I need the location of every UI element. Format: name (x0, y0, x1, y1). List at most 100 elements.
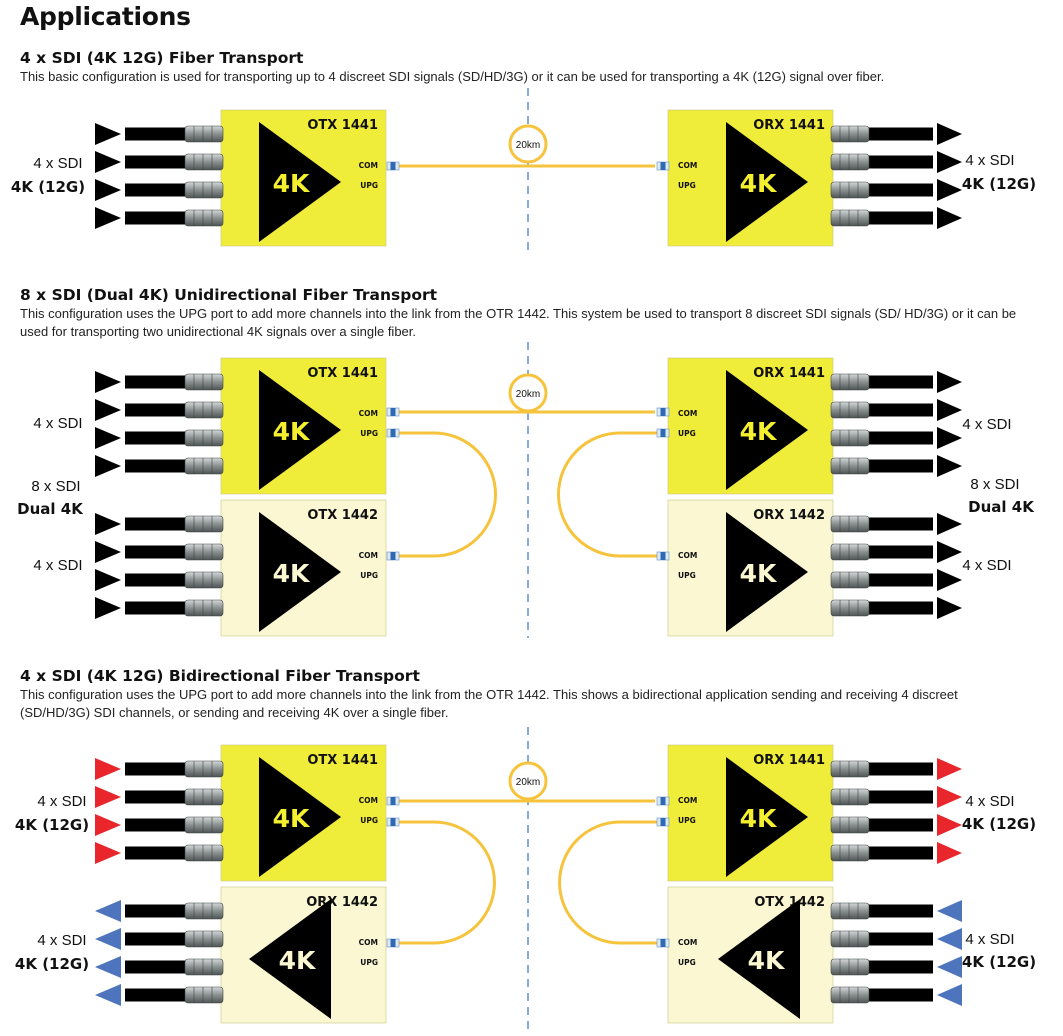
sdi-output-arrow (937, 455, 962, 477)
sdi-input-arrow (95, 179, 121, 201)
sdi-output-arrow (937, 814, 962, 836)
direction-triangle (726, 370, 808, 490)
sdi-output-arrow (95, 928, 121, 950)
upg-port-label: UPG (678, 571, 696, 580)
sdi-input-arrow (95, 455, 121, 477)
sdi-cable (867, 431, 933, 445)
sdi-input-arrow (95, 786, 121, 808)
sdi-cable (867, 155, 933, 169)
sdi-cable (125, 375, 187, 389)
bnc-connector (184, 958, 224, 976)
com-port-label: COM (359, 161, 378, 170)
com-port-label: COM (678, 409, 697, 418)
device-title: ORX 1441 (753, 118, 825, 133)
signal-label: 4K (12G) (15, 955, 89, 973)
big-4k-label: 4K (273, 417, 311, 446)
bnc-connector (184, 373, 224, 391)
sdi-output-arrow (937, 179, 962, 201)
sdi-cable (125, 127, 187, 141)
upg-loop-fiber (557, 431, 658, 558)
direction-triangle (726, 122, 808, 242)
bnc-connector (184, 429, 224, 447)
com-port-label: COM (359, 409, 378, 418)
fiber-connector-ferrule (660, 797, 666, 805)
bnc-connector (830, 153, 870, 171)
section-1-description: This basic configuration is used for tra… (20, 69, 885, 84)
device-title: ORX 1441 (753, 366, 825, 381)
fiber-connector-ferrule (390, 939, 396, 947)
com-port-label: COM (678, 796, 697, 805)
sdi-cable (125, 183, 187, 197)
bnc-connector (184, 844, 224, 862)
big-4k-label: 4K (273, 169, 311, 198)
direction-triangle (259, 370, 341, 490)
upg-port-label: UPG (360, 958, 378, 967)
bnc-connector (830, 599, 870, 617)
bnc-connector (184, 930, 224, 948)
sdi-output-arrow (937, 569, 962, 591)
upg-port-label: UPG (360, 816, 378, 825)
sdi-cable (867, 573, 933, 587)
bnc-connector (830, 816, 870, 834)
upg-loop-fiber (396, 820, 496, 945)
distance-label: 20km (516, 140, 540, 151)
sdi-input-arrow (95, 569, 121, 591)
fiber-connector-ferrule (390, 408, 396, 416)
sdi-cable (867, 932, 933, 946)
sdi-cable (867, 403, 933, 417)
sdi-output-arrow (937, 151, 962, 173)
sdi-cable (867, 183, 933, 197)
sdi-output-arrow (937, 123, 962, 145)
device-title: ORX 1442 (753, 508, 825, 523)
signal-label: 4 x SDI (965, 793, 1014, 810)
sdi-cable (125, 459, 187, 473)
direction-triangle (259, 512, 341, 632)
com-port-label: COM (678, 938, 697, 947)
big-4k-label: 4K (273, 559, 311, 588)
bnc-connector (184, 515, 224, 533)
section-3-title: 4 x SDI (4K 12G) Bidirectional Fiber Tra… (20, 667, 420, 685)
sdi-output-arrow (937, 399, 962, 421)
signal-label: 4 x SDI (965, 152, 1014, 169)
sdi-cable (867, 459, 933, 473)
sdi-cable (867, 846, 933, 860)
fiber-connector-ferrule (390, 818, 396, 826)
sdi-cable (867, 375, 933, 389)
sdi-cable (125, 155, 187, 169)
fiber-spool (508, 373, 548, 413)
bnc-connector (830, 401, 870, 419)
sdi-cable (867, 818, 933, 832)
sdi-cable (867, 988, 933, 1002)
fiber-connector-ferrule (660, 408, 666, 416)
com-port-label: COM (678, 551, 697, 560)
signal-label: 4 x SDI (962, 416, 1011, 433)
sdi-cable (125, 403, 187, 417)
big-4k-label: 4K (279, 946, 317, 975)
sdi-cable (867, 601, 933, 615)
bnc-connector (830, 457, 870, 475)
bnc-connector (830, 958, 870, 976)
sdi-cable (125, 211, 187, 225)
big-4k-label: 4K (740, 417, 778, 446)
page-title: Applications (20, 2, 191, 31)
sdi-input-arrow (95, 399, 121, 421)
signal-label: Dual 4K (17, 500, 84, 518)
sdi-output-arrow (937, 207, 962, 229)
direction-triangle (249, 899, 331, 1019)
sdi-input-arrow (937, 900, 962, 922)
bnc-connector (830, 902, 870, 920)
sdi-cable (867, 762, 933, 776)
fiber-spool (508, 124, 548, 164)
sdi-input-arrow (95, 151, 121, 173)
signal-label: 4K (12G) (15, 816, 89, 834)
signal-label: 4 x SDI (37, 932, 86, 949)
signal-label: Dual 4K (968, 498, 1035, 516)
section-3-description: This configuration uses the UPG port to … (20, 687, 958, 720)
signal-label: 4K (12G) (962, 953, 1036, 971)
sdi-input-arrow (95, 123, 121, 145)
bnc-connector (184, 543, 224, 561)
